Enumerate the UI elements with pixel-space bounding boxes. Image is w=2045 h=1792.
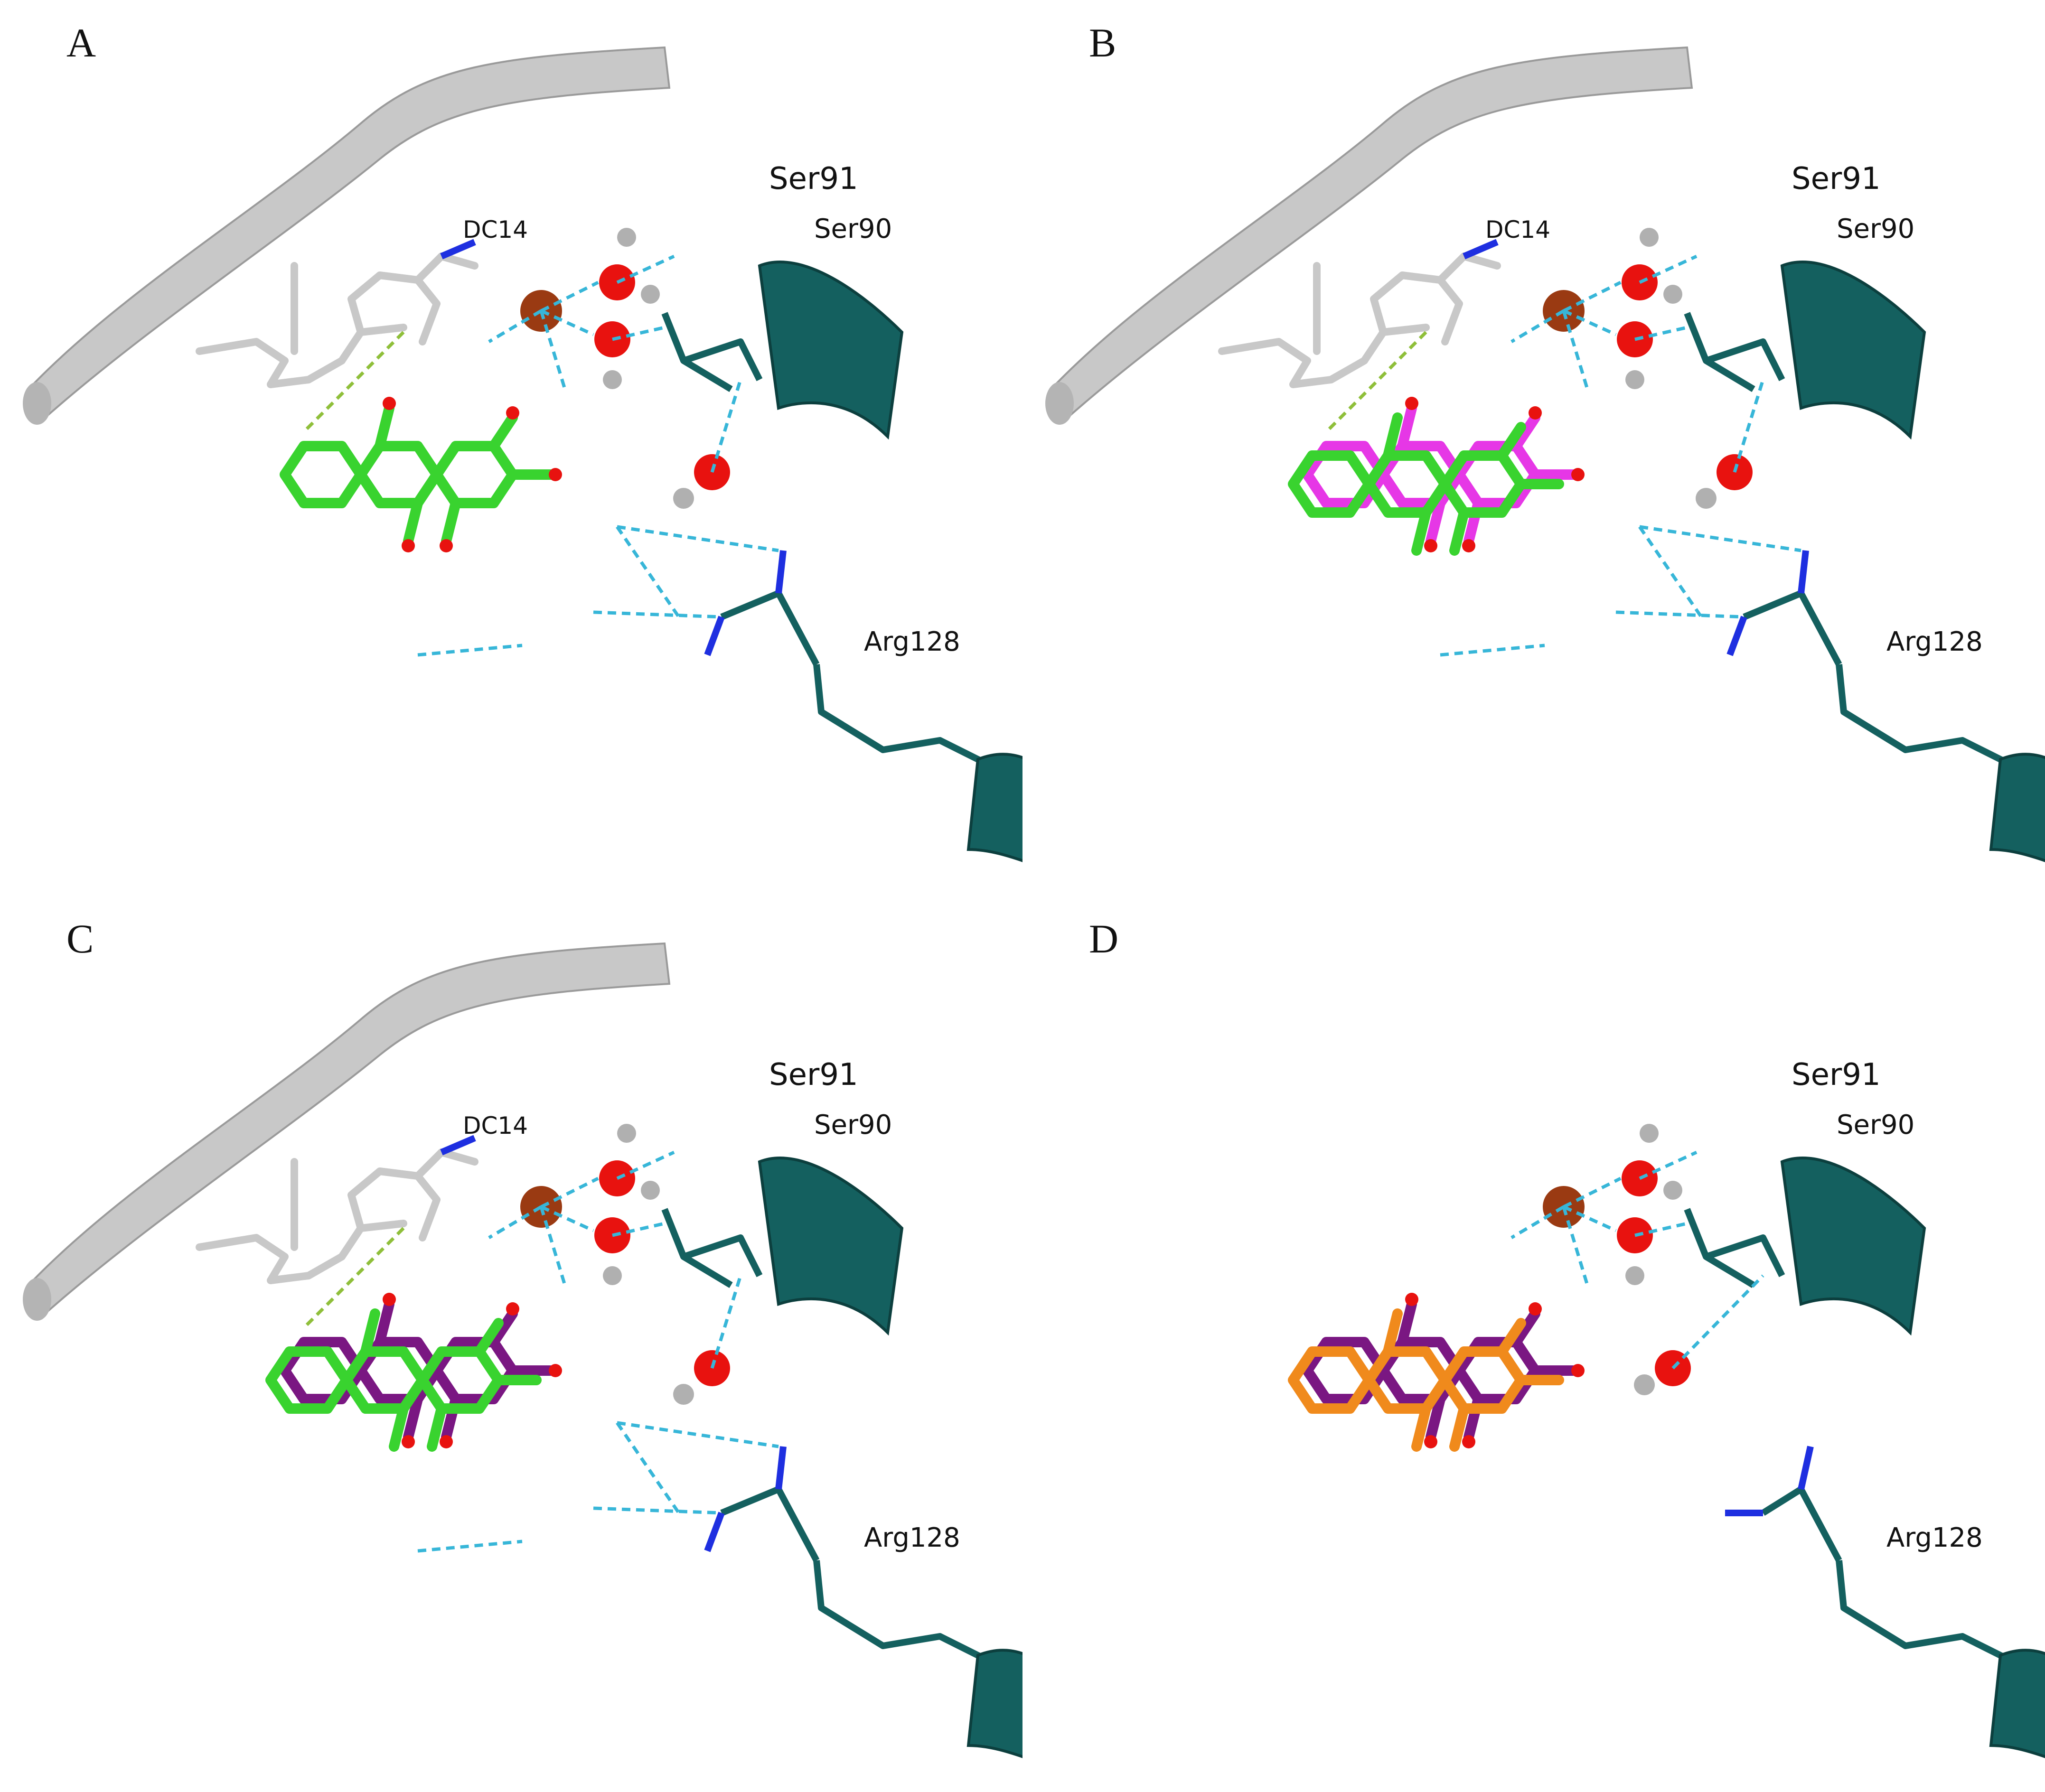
dc14-label: DC14 <box>463 1112 528 1139</box>
ser91-label: Ser91 <box>769 1057 858 1092</box>
ligand-ring-0-1 <box>356 441 442 508</box>
ligand <box>280 397 562 552</box>
ligand-oxygen-1 <box>1424 539 1437 552</box>
ligand-ring-1-3 <box>1383 1308 1564 1452</box>
panel-a: A <box>0 0 1022 896</box>
arg128-label: Arg128 <box>1886 626 1983 657</box>
dc14-nucleotide <box>1218 252 1501 388</box>
ser90-label: Ser90 <box>1837 214 1915 244</box>
ligand-oxygen-2 <box>1529 406 1542 420</box>
ser90-label: Ser90 <box>1837 1110 1915 1140</box>
protein-helix-cartoon-bottom <box>1989 753 2045 862</box>
ligand-ring-0-3 <box>1397 403 1578 546</box>
pi-stacking <box>302 331 405 433</box>
panel-letter: B <box>1089 20 1116 65</box>
ligand-oxygen-1 <box>1424 1435 1437 1448</box>
water-molecules <box>594 228 730 509</box>
ligand-oxygen-4 <box>1462 539 1475 552</box>
ligand <box>1288 1293 1585 1452</box>
ligand-oxygen-0 <box>383 397 396 410</box>
arg128-guanidinium <box>1726 550 1842 666</box>
panel-letter: A <box>66 20 96 65</box>
ligand-oxygen-2 <box>1529 1302 1542 1316</box>
dc14-label: DC14 <box>463 216 528 243</box>
pi-stacking <box>302 1227 405 1329</box>
ligand-ring-0-3 <box>375 1299 556 1442</box>
arg128-label: Arg128 <box>1886 1522 1983 1553</box>
ligand-oxygen-0 <box>383 1293 396 1306</box>
panel-c: C <box>0 896 1022 1792</box>
ligand-oxygen-2 <box>506 406 519 420</box>
dna-backbone-tube <box>23 942 671 1321</box>
protein-helix-cartoon <box>758 261 904 440</box>
ligand-oxygen-0 <box>1405 1293 1418 1306</box>
water-molecules <box>1617 228 1753 509</box>
panel-letter: C <box>66 916 94 961</box>
ligand-ring-0-3 <box>1397 1299 1578 1442</box>
ligand-oxygen-3 <box>1571 468 1585 481</box>
arg128-guanidinium <box>704 1446 820 1562</box>
arg128-label: Arg128 <box>864 626 960 657</box>
dc14-nucleotide <box>196 1148 478 1284</box>
ser91-label: Ser91 <box>1792 1057 1881 1092</box>
arg128-guanidinium <box>704 550 820 666</box>
water-molecules <box>1617 1124 1691 1395</box>
ligand-oxygen-1 <box>402 1435 415 1448</box>
binding-site-diagram <box>23 942 1022 1758</box>
ligand-ring-1-3 <box>1383 412 1564 556</box>
protein-helix-cartoon-bottom <box>1989 1649 2045 1758</box>
ligand-ring-0-3 <box>375 403 556 546</box>
ser90-label: Ser90 <box>814 214 892 244</box>
arg128-guanidinium <box>1725 1446 1842 1562</box>
ligand <box>1288 397 1585 556</box>
dc14-label: DC14 <box>1485 216 1551 243</box>
protein-helix-cartoon-bottom <box>966 753 1022 862</box>
protein-helix-cartoon <box>758 1157 904 1336</box>
protein-helix-cartoon <box>1780 1157 1926 1336</box>
ligand-oxygen-4 <box>1462 1435 1475 1448</box>
dna-backbone-tube <box>1045 46 1693 425</box>
arg128-label: Arg128 <box>864 1522 960 1553</box>
binding-site-diagram <box>23 46 1022 862</box>
hydrogen-bonds <box>1440 254 1801 657</box>
ligand <box>265 1293 562 1452</box>
ligand-oxygen-0 <box>1405 397 1418 410</box>
ligand-oxygen-2 <box>506 1302 519 1316</box>
ligand-oxygen-3 <box>549 468 562 481</box>
panel-d: D Ser91 Ser90 <box>1022 896 2045 1792</box>
binding-site-diagram <box>1288 1124 2045 1758</box>
protein-helix-cartoon <box>1780 261 1926 440</box>
water-molecules <box>594 1124 730 1405</box>
binding-site-diagram <box>1045 46 2045 862</box>
ligand-oxygen-4 <box>440 1435 453 1448</box>
hydrogen-bonds <box>417 1150 779 1553</box>
hydrogen-bonds <box>417 254 779 657</box>
ligand-oxygen-3 <box>549 1364 562 1377</box>
ligand-oxygen-1 <box>402 539 415 552</box>
ligand-ring-0-0 <box>280 441 366 508</box>
ser90-label: Ser90 <box>814 1110 892 1140</box>
pi-stacking <box>1325 331 1427 433</box>
ligand-oxygen-3 <box>1571 1364 1585 1377</box>
ligand-ring-1-3 <box>360 1308 542 1452</box>
dc14-nucleotide <box>196 252 478 388</box>
protein-helix-cartoon-bottom <box>966 1649 1022 1758</box>
ser91-label: Ser91 <box>1792 161 1881 196</box>
ligand-oxygen-4 <box>440 539 453 552</box>
panel-letter: D <box>1089 916 1119 961</box>
ser91-label: Ser91 <box>769 161 858 196</box>
ligand-ring-0-2 <box>432 441 518 508</box>
panel-b: B <box>1022 0 2045 896</box>
hydrogen-bonds <box>1510 1150 1764 1370</box>
dna-backbone-tube <box>23 46 671 425</box>
